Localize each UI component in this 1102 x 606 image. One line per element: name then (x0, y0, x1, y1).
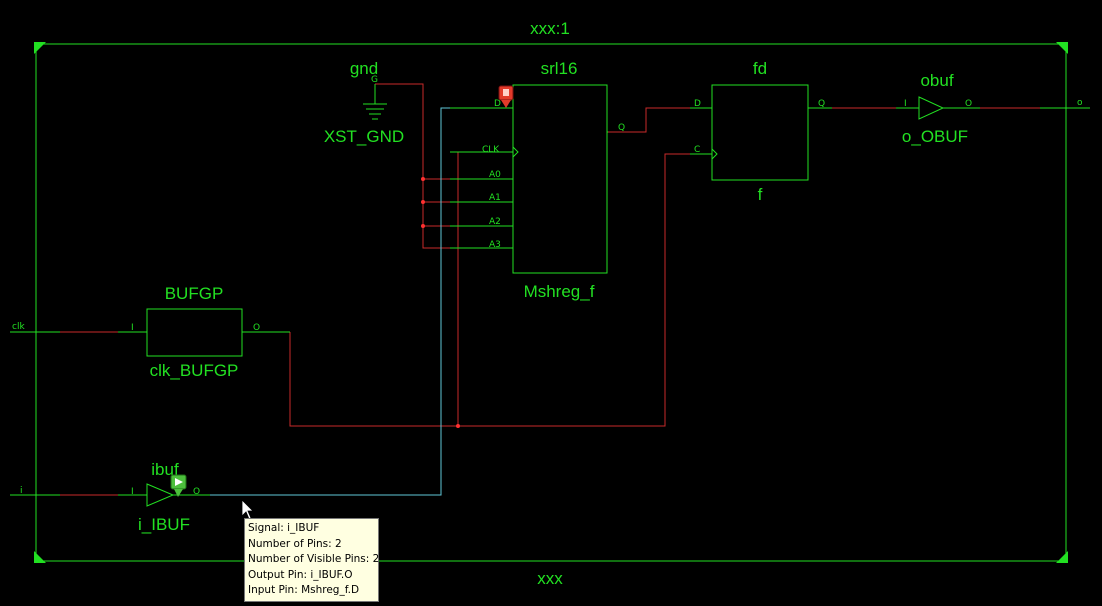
port-clk-label: clk (12, 322, 25, 332)
net-i-ibuf-selected[interactable] (210, 107, 450, 496)
net-junctions (421, 177, 460, 428)
bufgp-block[interactable] (146, 308, 243, 357)
ibuf-pin-i: I (131, 487, 134, 497)
srl16-pin-a0: A0 (489, 170, 501, 180)
tooltip-output-pin: Output Pin: i_IBUF.O (248, 568, 353, 581)
tooltip-visible-pin-count: Number of Visible Pins: 2 (248, 553, 380, 566)
bufgp-type-label: BUFGP (165, 284, 224, 303)
gnd-type-label: gnd (350, 59, 378, 78)
highlighted-nets[interactable] (60, 83, 1040, 496)
port-i-label: i (20, 486, 23, 496)
tooltip-pin-count: Number of Pins: 2 (248, 537, 342, 550)
srl16-pin-a2: A2 (489, 217, 501, 227)
fd-pin-d: D (694, 99, 701, 109)
bufgp-pin-o: O (253, 323, 260, 333)
module-title: xxx:1 (530, 19, 570, 38)
ibuf-triangle[interactable] (146, 483, 175, 507)
ibuf-pin-o: O (193, 487, 200, 497)
bufgp-instance-label: clk_BUFGP (150, 361, 239, 380)
srl16-pin-q: Q (618, 123, 625, 133)
module-name: xxx (537, 569, 563, 588)
port-o-label: o (1077, 98, 1083, 108)
srl16-pin-a1: A1 (489, 193, 501, 203)
obuf-pin-i: I (904, 99, 907, 109)
srl16-pin-clk: CLK (482, 145, 500, 155)
srl16-block[interactable] (512, 84, 608, 274)
obuf-instance-label: o_OBUF (902, 127, 968, 146)
fd-pin-c: C (694, 145, 700, 155)
net-srl-q[interactable] (608, 107, 690, 133)
gnd-instance-label: XST_GND (324, 127, 404, 146)
fd-clock-marker (711, 148, 718, 160)
tooltip-signal: Signal: i_IBUF (248, 522, 320, 534)
obuf-triangle[interactable] (918, 96, 945, 120)
fd-block[interactable] (711, 84, 809, 181)
module-frame[interactable] (34, 42, 1068, 563)
net-clk-bufgp[interactable] (289, 153, 690, 427)
red-probe-icon[interactable] (498, 85, 514, 108)
srl16-type-label: srl16 (541, 59, 578, 78)
srl16-pin-a3: A3 (489, 240, 501, 250)
fd-instance-label: f (758, 185, 763, 204)
obuf-type-label: obuf (920, 71, 953, 90)
ibuf-type-label: ibuf (151, 460, 179, 479)
bufgp-pin-i: I (131, 323, 134, 333)
net-gnd-address[interactable] (423, 178, 450, 227)
fd-type-label: fd (753, 59, 767, 78)
tooltip-input-pin: Input Pin: Mshreg_f.D (248, 584, 360, 597)
srl16-pin-d: D (494, 99, 501, 109)
green-probe-icon[interactable] (170, 474, 187, 497)
pin-stubs (10, 84, 1090, 496)
gnd-pin-g: G (371, 75, 378, 85)
srl16-clock-marker (512, 146, 519, 158)
mouse-pointer-icon (241, 499, 254, 520)
fd-pin-q: Q (818, 99, 825, 109)
obuf-pin-o: O (965, 99, 972, 109)
net-tooltip: Signal: i_IBUF Number of Pins: 2 Number … (244, 518, 379, 602)
ibuf-instance-label: i_IBUF (138, 515, 190, 534)
srl16-instance-label: Mshreg_f (524, 282, 595, 301)
net-gnd[interactable] (375, 83, 450, 249)
